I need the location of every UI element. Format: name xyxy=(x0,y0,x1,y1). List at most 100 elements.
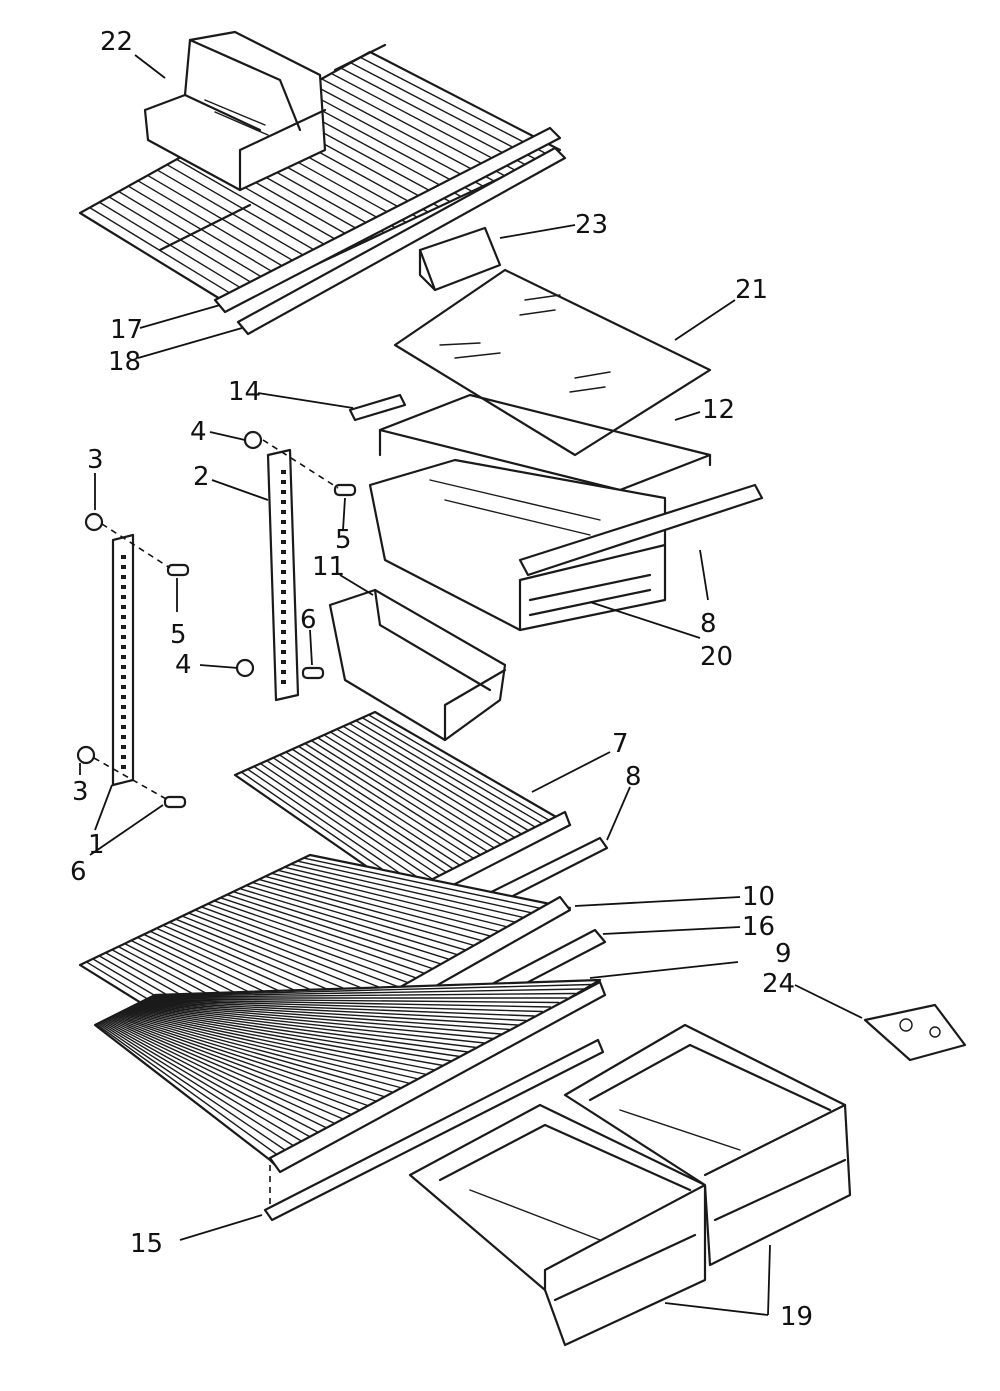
hatch-line xyxy=(348,722,543,840)
ladder-slot xyxy=(281,630,286,634)
ladder-slot xyxy=(281,660,286,664)
storage-bin-22 xyxy=(143,30,327,192)
callout-19: 19 xyxy=(780,1302,813,1332)
hatch-line xyxy=(119,1011,411,1085)
hatch-line xyxy=(194,909,419,995)
hatch-line xyxy=(290,863,546,924)
ladder-slot xyxy=(121,765,126,769)
callout-14: 14 xyxy=(228,377,261,407)
hatch-line xyxy=(200,906,427,990)
ladder-slot xyxy=(121,745,126,749)
crisper-drawer-20 xyxy=(368,458,667,632)
ladder-slot xyxy=(121,555,126,559)
callout-9: 9 xyxy=(775,939,792,969)
hatch-line xyxy=(264,875,512,943)
hatch-line xyxy=(301,88,484,187)
hatch-line xyxy=(107,1017,345,1121)
ladder-slot xyxy=(121,755,126,759)
hatch-line xyxy=(302,857,563,914)
hatch-line xyxy=(367,714,564,830)
hatch-line xyxy=(100,1021,304,1143)
hatch-line xyxy=(108,196,264,291)
crisper-drawer-left xyxy=(408,1103,707,1347)
ladder-slot xyxy=(281,540,286,544)
hatch-line xyxy=(134,1004,494,1040)
ladder-slot xyxy=(281,550,286,554)
ladder-slot xyxy=(121,595,126,599)
callout-1: 1 xyxy=(88,830,105,860)
ladder-slot xyxy=(281,510,286,514)
callout-4-top: 4 xyxy=(190,417,207,447)
hatch-line xyxy=(98,201,253,296)
ladder-slot xyxy=(121,725,126,729)
hatch-line xyxy=(137,180,297,275)
hatch-line xyxy=(175,158,341,255)
callout-2: 2 xyxy=(193,462,210,492)
hatch-line xyxy=(329,731,522,850)
hatch-line xyxy=(103,1019,321,1134)
hatch-line xyxy=(88,206,242,301)
ladder-slot xyxy=(121,685,126,689)
hatch-line xyxy=(125,1008,444,1067)
callout-7: 7 xyxy=(612,729,629,759)
ladder-slot xyxy=(281,500,286,504)
hatch-line xyxy=(291,748,480,871)
ladder-slot xyxy=(281,620,286,624)
rail-8-top xyxy=(518,483,764,577)
ladder-slot xyxy=(281,680,286,684)
ladder-slot xyxy=(281,650,286,654)
hatch-line xyxy=(131,1005,477,1049)
ladder-2 xyxy=(266,448,300,702)
callout-12: 12 xyxy=(702,395,735,425)
hatch-line xyxy=(251,881,495,952)
hatch-line xyxy=(122,1010,428,1076)
hatch-line xyxy=(104,1019,329,1130)
ladder-slot xyxy=(121,635,126,639)
hatch-line xyxy=(116,1013,395,1094)
leader-lines xyxy=(79,54,863,1316)
hatch-line xyxy=(133,1004,486,1044)
hatch-line xyxy=(330,72,517,172)
ladder-slot xyxy=(121,715,126,719)
hatch-line xyxy=(121,1010,420,1080)
hatch-line xyxy=(272,757,458,881)
callout-15: 15 xyxy=(130,1229,163,1259)
hatch-line xyxy=(117,190,275,286)
shelf-rail-17-18 xyxy=(213,126,567,336)
hatch-line xyxy=(146,174,308,270)
callout-labels: 22 23 21 17 18 14 12 4 3 2 5 5 11 8 20 6… xyxy=(70,27,813,1332)
hatch-line xyxy=(115,1013,387,1098)
hatch-line xyxy=(310,739,501,860)
shelf-frame-12 xyxy=(378,393,712,492)
hatch-line xyxy=(340,67,528,167)
hatch-line xyxy=(139,1001,519,1026)
hatch-line xyxy=(296,860,554,919)
hatch-line xyxy=(128,1007,461,1058)
callout-5-right: 5 xyxy=(335,525,352,555)
callout-10: 10 xyxy=(742,882,775,912)
ladder-slot xyxy=(121,565,126,569)
hatch-line xyxy=(304,742,494,864)
ladder-slot xyxy=(281,480,286,484)
hatch-line xyxy=(219,897,453,976)
callout-3-bottom: 3 xyxy=(72,777,89,807)
callout-6-bottom: 6 xyxy=(70,857,87,887)
hatch-line xyxy=(253,765,437,891)
hatch-line xyxy=(342,725,536,843)
ladder-slot xyxy=(121,625,126,629)
ladder-slot xyxy=(121,695,126,699)
hatch-line xyxy=(245,884,486,957)
callout-22: 22 xyxy=(100,27,133,57)
ladder-slot xyxy=(281,490,286,494)
hatch-line xyxy=(113,1014,378,1103)
hatch-line xyxy=(323,734,515,853)
ladder-slot xyxy=(281,580,286,584)
ladder-slot xyxy=(121,705,126,709)
hatch-line xyxy=(127,1007,453,1062)
hatch-line xyxy=(239,887,478,962)
hatch-line xyxy=(109,1016,354,1116)
hatch-line xyxy=(355,719,550,836)
crisper-drawer-right xyxy=(563,1023,852,1267)
ladder-slot xyxy=(281,600,286,604)
